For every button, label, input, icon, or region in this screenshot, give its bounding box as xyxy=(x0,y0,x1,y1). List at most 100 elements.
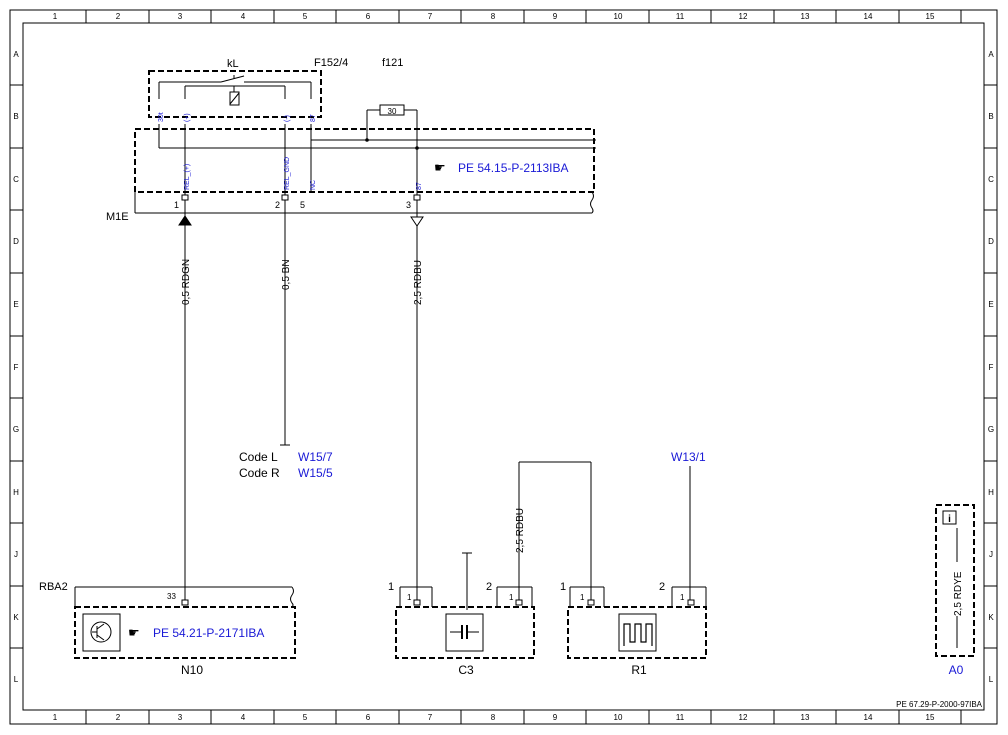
col-label: 6 xyxy=(366,713,371,722)
relay-pin-label: 87 xyxy=(310,114,317,122)
wire-labels: 0,5 RDGN 0,5 BN 2,5 RDBU 2,5 RDBU xyxy=(181,259,526,553)
row-label: A xyxy=(13,50,19,59)
row-label: E xyxy=(13,300,18,309)
col-label: 4 xyxy=(241,713,246,722)
row-label: D xyxy=(988,237,994,246)
n10-pin-number: 33 xyxy=(167,592,176,601)
module-pin-numbers: 1 2 5 3 xyxy=(174,200,411,210)
module-signal-labels: REL_(+) REL_GND NC 87 xyxy=(184,157,423,190)
n10-doc-link[interactable]: PE 54.21-P-2171IBA xyxy=(153,626,264,640)
c3-label: C3 xyxy=(458,663,474,677)
col-label: 7 xyxy=(428,713,433,722)
row-label: K xyxy=(13,613,19,622)
r1-component: 1 2 1 1 R1 xyxy=(560,581,707,677)
fuse-component-label: F152/4 xyxy=(314,57,348,69)
col-label: 15 xyxy=(926,12,935,21)
fuse-icon xyxy=(366,104,418,185)
row-label: C xyxy=(988,175,994,184)
col-label: 1 xyxy=(53,12,58,21)
row-label: H xyxy=(13,488,19,497)
relay-coil-icon xyxy=(158,75,312,106)
col-label: 14 xyxy=(864,12,873,21)
module-label: M1E xyxy=(106,211,129,223)
wire-label: 0,5 RDGN xyxy=(181,259,192,305)
col-label: 11 xyxy=(676,713,685,722)
svg-text:i: i xyxy=(948,514,951,525)
grid-row-labels: A B C D E F G H J K L A B C D E F G H J … xyxy=(13,50,994,684)
row-label: H xyxy=(988,488,994,497)
col-label: 6 xyxy=(366,12,371,21)
row-label: F xyxy=(14,363,19,372)
c3-inner-pin: 1 xyxy=(509,593,514,602)
col-label: 8 xyxy=(491,713,496,722)
r1-inner-pin: 1 xyxy=(680,593,685,602)
col-label: 12 xyxy=(739,713,748,722)
pin-number: 1 xyxy=(174,200,179,210)
module-box xyxy=(134,128,595,193)
c3-pin-number: 2 xyxy=(486,581,492,593)
col-label: 10 xyxy=(614,12,623,21)
col-label: 8 xyxy=(491,12,496,21)
row-label: L xyxy=(14,675,19,684)
signal-label: REL_(+) xyxy=(184,164,191,190)
row-label: G xyxy=(13,425,19,434)
row-label: A xyxy=(988,50,994,59)
r1-inner-pin: 1 xyxy=(580,593,585,602)
col-label: 5 xyxy=(303,12,308,21)
row-label: F xyxy=(989,363,994,372)
c3-component: 1 2 1 1 C3 xyxy=(388,581,535,677)
relay-assembly: kL F152/4 f121 30 30t (+) (-) xyxy=(106,57,596,223)
row-label: B xyxy=(13,112,18,121)
footer-doc-ref: PE 67.29-P-2000-97IBA xyxy=(896,700,982,709)
pin-number: 2 xyxy=(275,200,280,210)
relay-pin-label: (+) xyxy=(184,113,191,122)
info-icon[interactable] xyxy=(942,510,957,525)
col-label: 13 xyxy=(801,713,810,722)
r1-label: R1 xyxy=(631,663,647,677)
a0-label: A0 xyxy=(949,663,964,677)
code-link[interactable]: W15/7 xyxy=(298,450,333,464)
pin-number: 5 xyxy=(300,200,305,210)
row-label: K xyxy=(988,613,994,622)
ground-link[interactable]: W13/1 xyxy=(671,450,706,464)
c3-pin-number: 1 xyxy=(388,581,394,593)
pin-number: 3 xyxy=(406,200,411,210)
grid-column-ticks xyxy=(10,10,997,724)
row-label: D xyxy=(13,237,19,246)
col-label: 12 xyxy=(739,12,748,21)
n10-component: RBA2 33 ☛ PE 54.21-P-2171IBA N10 xyxy=(39,581,296,677)
c3-inner-pin: 1 xyxy=(407,593,412,602)
col-label: 1 xyxy=(53,713,58,722)
code-link[interactable]: W15/5 xyxy=(298,466,333,480)
col-label: 4 xyxy=(241,12,246,21)
fuse-ref-label: f121 xyxy=(382,57,403,69)
col-label: 14 xyxy=(864,713,873,722)
col-label: 15 xyxy=(926,713,935,722)
row-label: G xyxy=(988,425,994,434)
row-label: E xyxy=(988,300,993,309)
r1-pin-number: 1 xyxy=(560,581,566,593)
code-label: Code R xyxy=(239,466,280,480)
col-label: 5 xyxy=(303,713,308,722)
col-label: 2 xyxy=(116,12,121,21)
code-label: Code L xyxy=(239,450,278,464)
wires xyxy=(178,200,691,610)
row-label: C xyxy=(13,175,19,184)
hand-pointer-icon: ☛ xyxy=(434,160,446,175)
relay-doc-link[interactable]: PE 54.15-P-2113IBA xyxy=(458,161,569,175)
row-label: B xyxy=(988,112,993,121)
a0-component: i 2,5 RDYE A0 xyxy=(935,504,975,677)
col-label: 10 xyxy=(614,713,623,722)
relay-box xyxy=(148,70,322,118)
grid-column-labels: 1 2 3 4 5 6 7 8 9 10 11 12 13 14 15 1 2 … xyxy=(53,12,935,722)
col-label: 3 xyxy=(178,713,183,722)
rba2-label: RBA2 xyxy=(39,581,68,593)
row-label: J xyxy=(989,550,993,559)
wire-label: 2,5 RDBU xyxy=(413,260,424,305)
relay-pin-labels: 30t (+) (-) 87 xyxy=(158,112,317,122)
row-label: L xyxy=(989,675,994,684)
relay-pin-label: 30t xyxy=(158,112,165,122)
col-label: 13 xyxy=(801,12,810,21)
col-label: 9 xyxy=(553,12,558,21)
